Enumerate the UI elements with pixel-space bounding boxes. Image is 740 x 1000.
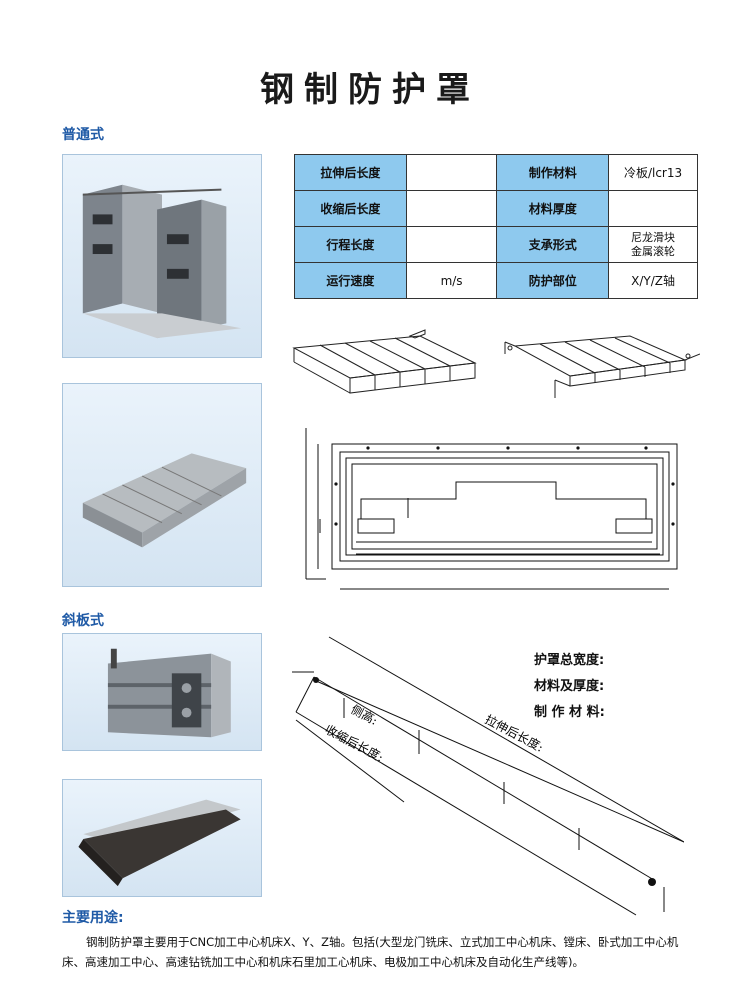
spec-total-width: 护罩总宽度: [534, 653, 605, 668]
cell-label: 运行速度 [294, 262, 407, 299]
spec-list: 护罩总宽度: 材料及厚度: 制 作 材 料: [534, 648, 605, 726]
cell-label: 制作材料 [496, 154, 610, 191]
label-side-height: 侧高: [349, 701, 381, 727]
cell-label: 支承形式 [496, 226, 610, 263]
cell-value [608, 190, 698, 227]
table-row: 行程长度 支承形式 尼龙滑块 金属滚轮 [294, 226, 698, 263]
page-title: 钢制防护罩 [260, 70, 480, 110]
usage-title: 主要用途: [62, 910, 124, 926]
spec-material: 制 作 材 料: [534, 705, 605, 720]
cell-label: 防护部位 [496, 262, 610, 299]
cell-value: 冷板/lcr13 [608, 154, 698, 191]
cell-value: X/Y/Z轴 [608, 262, 698, 299]
section-label-inclined: 斜板式 [62, 613, 104, 629]
cell-label: 拉伸后长度 [294, 154, 407, 191]
cell-label: 行程长度 [294, 226, 407, 263]
cell-value [405, 154, 498, 191]
label-retracted-length: 收缩后长度: [323, 721, 387, 764]
cell-label: 材料厚度 [496, 190, 610, 227]
cell-value: m/s [405, 262, 498, 299]
support-metal: 金属滚轮 [631, 244, 676, 258]
usage-text: 钢制防护罩主要用于CNC加工中心机床X、Y、Z轴。包括(大型龙门铣床、立式加工中… [62, 935, 679, 969]
cell-value-support: 尼龙滑块 金属滚轮 [608, 226, 698, 263]
section-label-normal: 普通式 [62, 127, 104, 143]
inclined-dimension-drawing: 侧高: 收缩后长度: 拉伸后长度: [284, 632, 684, 922]
photo-normal-vertical-covers [62, 154, 262, 358]
cell-label: 收缩后长度 [294, 190, 407, 227]
cell-value [405, 190, 498, 227]
photo-long-flat-cover [62, 779, 262, 897]
plan-view-drawing [296, 424, 691, 594]
table-row: 拉伸后长度 制作材料 冷板/lcr13 [294, 154, 698, 191]
spec-material-thickness: 材料及厚度: [534, 679, 605, 694]
photo-normal-flat-cover [62, 383, 262, 587]
photo-inclined-covers [62, 633, 262, 751]
support-nylon: 尼龙滑块 [631, 230, 676, 244]
table-row: 运行速度 m/s 防护部位 X/Y/Z轴 [294, 262, 698, 299]
cell-value [405, 226, 498, 263]
isometric-drawings [290, 318, 700, 408]
table-row: 收缩后长度 材料厚度 [294, 190, 698, 227]
spec-table: 拉伸后长度 制作材料 冷板/lcr13 收缩后长度 材料厚度 行程长度 支承形式… [294, 154, 698, 299]
